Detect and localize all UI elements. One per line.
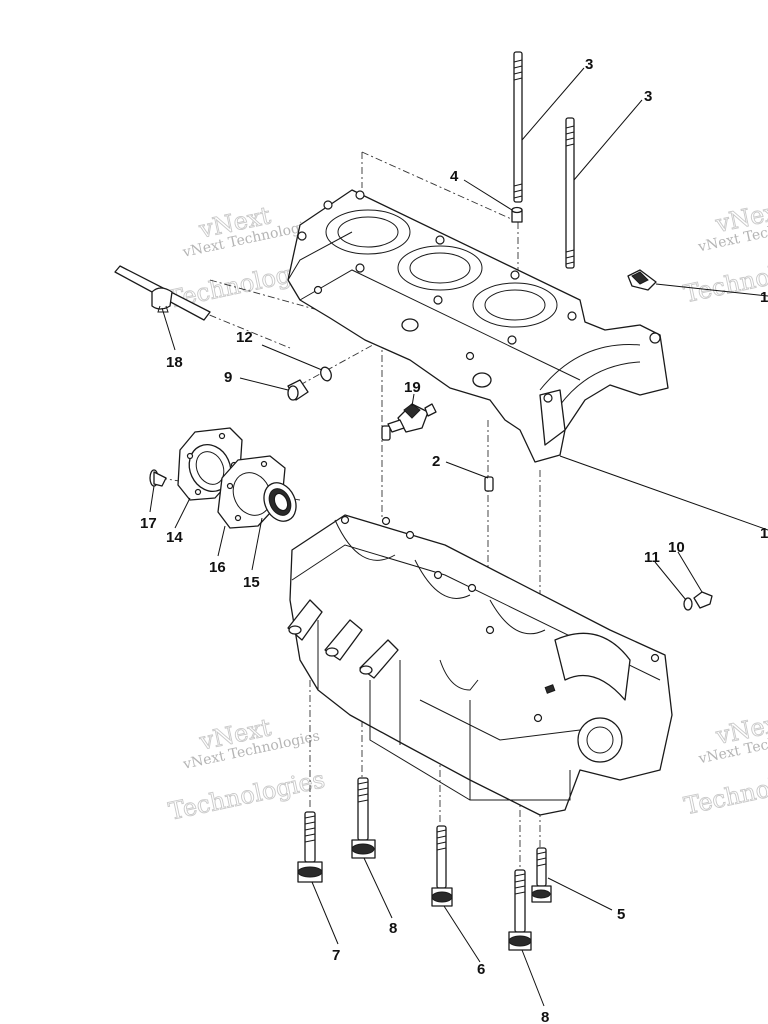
callout-4: 4	[450, 168, 459, 185]
dowel-bushing	[511, 206, 523, 223]
dowel-pin-lower	[484, 476, 494, 492]
upper-crankcase	[287, 189, 669, 463]
bolt-5	[531, 847, 552, 903]
callout-7: 7	[332, 947, 340, 964]
oil-seal	[263, 482, 297, 522]
hose-clamp	[114, 265, 211, 321]
callout-5: 5	[617, 906, 625, 923]
callout-12: 12	[236, 329, 253, 346]
callout-14: 14	[166, 529, 183, 546]
watermark-text: Technologies	[166, 765, 327, 825]
stud-long-left	[513, 51, 523, 203]
callout-labels: 3 3 4 18 12 9 19 2 17 14 16 15 11 10 5 7…	[140, 56, 768, 1024]
blanking-plug	[149, 469, 167, 487]
callout-6: 6	[477, 961, 485, 978]
callout-11: 11	[644, 549, 660, 566]
callout-1: 1	[760, 289, 768, 306]
callout-2: 2	[432, 453, 440, 470]
bolt-8-upper	[351, 777, 376, 859]
watermark-right-top: vNext Technologies vNext Technologies	[681, 195, 768, 309]
drain-plug	[287, 379, 309, 401]
dowel-pin-upper	[381, 425, 391, 441]
watermark-text: Technologies	[681, 248, 768, 308]
callout-3: 3	[585, 56, 593, 73]
callout-17: 17	[140, 515, 157, 532]
upper-fitting	[627, 269, 657, 291]
bolt-6	[431, 825, 453, 907]
leader-lines	[149, 67, 768, 1007]
temperature-sensor	[387, 403, 437, 433]
callout-3: 3	[644, 88, 652, 105]
bolt-8-lower	[508, 869, 532, 951]
watermark-text: Technologies	[682, 760, 768, 820]
callout-8: 8	[389, 920, 397, 937]
stud-long-right	[565, 117, 575, 269]
watermark-left-bottom: vNext Technologies vNext Technologies	[166, 713, 328, 826]
callout-19: 19	[404, 379, 421, 396]
callout-9: 9	[224, 369, 232, 386]
callout-1: 1	[760, 525, 768, 542]
callout-16: 16	[209, 559, 226, 576]
lower-crankcase	[287, 514, 673, 816]
small-washer	[683, 597, 693, 611]
callout-18: 18	[166, 354, 183, 371]
sealing-washer	[320, 366, 332, 382]
watermark-right-bottom: vNext Technologies vNext Technologies	[681, 707, 768, 821]
callout-15: 15	[243, 574, 260, 591]
bolt-7	[297, 811, 323, 883]
callout-10: 10	[668, 539, 685, 556]
callout-8: 8	[541, 1009, 549, 1024]
seal-housing-gasket	[177, 427, 243, 501]
small-bolt	[693, 591, 713, 609]
